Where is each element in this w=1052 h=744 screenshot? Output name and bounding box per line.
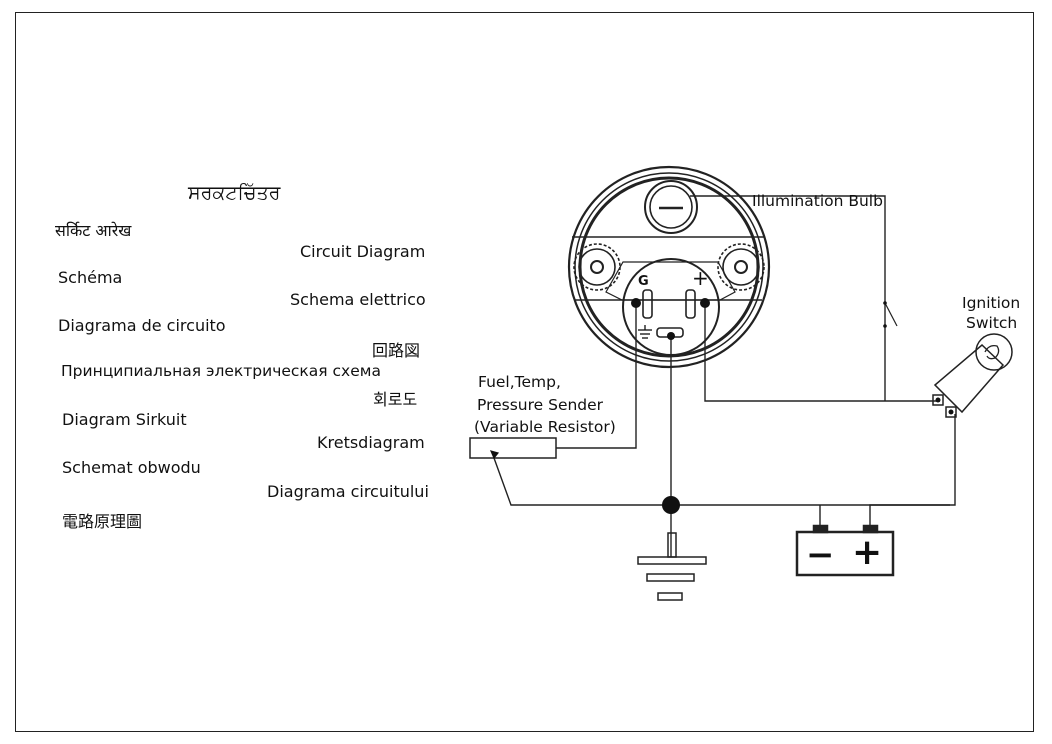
bulb-switch [884, 302, 898, 327]
label-korean: 회로도 [373, 390, 418, 409]
bulb-housing [644, 180, 698, 234]
label-japanese: 回路図 [372, 341, 421, 360]
ground-junction [662, 496, 680, 514]
ground-symbol [637, 532, 707, 601]
label-illumination-bulb: Illumination Bulb [752, 192, 883, 210]
label-ignition: Ignition [962, 294, 1021, 312]
terminal-plus-dot [700, 298, 710, 308]
label-portuguese: Diagrama de circuito [58, 316, 226, 335]
battery [795, 524, 895, 577]
label-swedish: Kretsdiagram [317, 433, 425, 452]
battery-minus-label: − [806, 535, 835, 575]
terminal-g-label: G [638, 274, 649, 289]
label-hindi: सर्किट आरेख [55, 221, 132, 240]
label-italian: Schema elettrico [290, 290, 426, 309]
ignition-terminal-dot [948, 409, 954, 415]
label-sender-3: (Variable Resistor) [474, 418, 616, 436]
terminal-ground-dot [667, 332, 675, 340]
wires [493, 195, 956, 557]
label-russian: Принципиальная электрическая схема [61, 362, 381, 380]
label-sender-2: Pressure Sender [477, 396, 604, 414]
mounting-knob-right [717, 243, 765, 291]
label-punjabi: ਸਰਕਟਚਿੱਤਰ [188, 182, 281, 204]
label-chinese-traditional: 電路原理圖 [62, 512, 143, 531]
label-indonesian: Diagram Sirkuit [62, 410, 187, 429]
ignition-terminal-dot [935, 397, 941, 403]
label-switch: Switch [966, 314, 1018, 332]
sender-resistor [469, 437, 557, 459]
label-czech: Schéma [58, 268, 123, 287]
diagram-frame [15, 12, 1034, 732]
bulb-switch-contact [883, 324, 887, 328]
ignition-switch-body [932, 333, 1013, 418]
label-romanian: Diagrama circuitului [267, 482, 429, 501]
battery-plus-label: + [852, 532, 883, 573]
sender-arrow [489, 450, 500, 460]
label-polish: Schemat obwodu [62, 458, 201, 477]
terminal-plus-label: + [692, 266, 709, 290]
label-sender-1: Fuel,Temp, [478, 373, 561, 391]
bulb-switch-contact [883, 301, 887, 305]
ground-terminal-symbol [638, 325, 652, 339]
terminal-g-dot [631, 298, 641, 308]
label-english: Circuit Diagram [300, 242, 426, 261]
